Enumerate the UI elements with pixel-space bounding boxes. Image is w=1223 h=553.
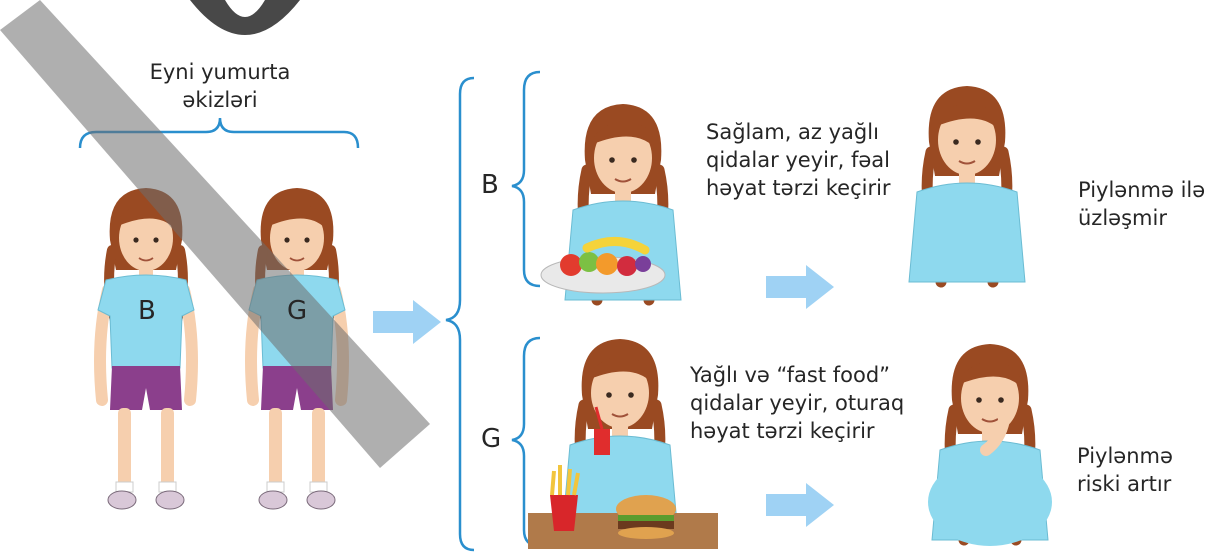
branch-b-outcome-text: Piylənmə ilə üzləşmir (1078, 176, 1205, 232)
arrow-upper-outcome (766, 265, 834, 309)
girl-with-fruit-plate (540, 104, 681, 300)
large-branch-brace (445, 76, 475, 552)
branch-b-lifestyle-text: Sağlam, az yağlı qidalar yeyir, fəal həy… (706, 118, 891, 202)
branch-g-outcome-line-1: Piylənmə (1077, 444, 1173, 468)
watermark-stripe (0, 0, 430, 468)
lower-branch-brace (511, 336, 541, 548)
branch-g-lifestyle-line-3: həyat tərzi keçirir (690, 419, 875, 443)
branch-b-outcome-line-2: üzləşmir (1078, 206, 1167, 230)
upper-branch-brace (511, 70, 541, 288)
twin-g-shirt-label: G (287, 296, 308, 326)
branch-g-outcome-text: Piylənmə riski artır (1077, 442, 1173, 498)
watermark-arc (190, 0, 300, 35)
branch-g-lifestyle-line-1: Yağlı və “fast food” (690, 363, 891, 387)
branch-g-letter: G (481, 424, 502, 454)
branch-b-lifestyle-line-2: qidalar yeyir, fəal (706, 148, 890, 172)
arrow-to-branches (373, 300, 441, 344)
branch-b-lifestyle-line-3: həyat tərzi keçirir (706, 176, 891, 200)
overweight-girl-outcome (928, 344, 1052, 546)
branch-b-outcome-line-1: Piylənmə ilə (1078, 178, 1206, 202)
branch-b-letter: B (481, 170, 499, 200)
branch-g-lifestyle-line-2: qidalar yeyir, oturaq (690, 391, 905, 415)
twins-bracket (78, 117, 360, 149)
girl-with-fast-food (528, 339, 718, 549)
arrow-lower-outcome (766, 483, 834, 527)
twin-b-shirt-label: B (138, 296, 156, 326)
twins-caption-line-1: Eyni yumurta (149, 60, 291, 84)
branch-g-lifestyle-text: Yağlı və “fast food” qidalar yeyir, otur… (690, 361, 904, 445)
twins-caption-line-2: əkizləri (182, 88, 258, 112)
healthy-girl-outcome (909, 86, 1025, 282)
twins-caption: Eyni yumurta əkizləri (120, 58, 320, 114)
branch-g-outcome-line-2: riski artır (1077, 472, 1172, 496)
branch-b-lifestyle-line-1: Sağlam, az yağlı (706, 120, 879, 144)
